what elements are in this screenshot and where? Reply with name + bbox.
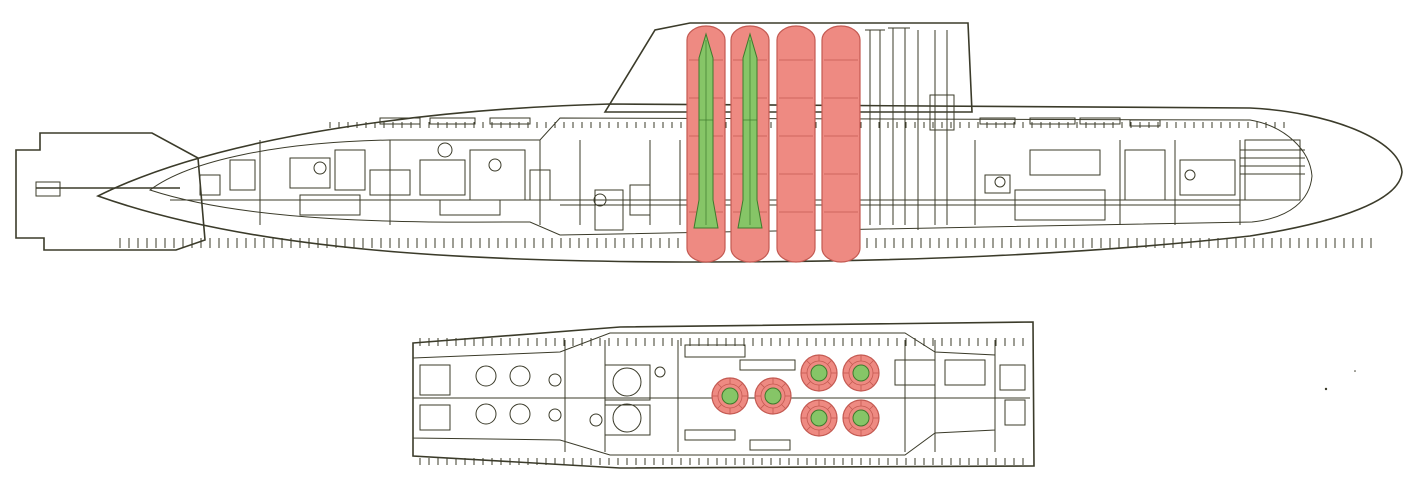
missile-tube [821, 25, 861, 263]
missile [737, 32, 763, 229]
outer-hull [95, 103, 1403, 263]
missile [852, 409, 870, 427]
missile-tube-ring [800, 354, 838, 392]
side-view [15, 22, 1403, 263]
periscope-masts [865, 27, 955, 230]
plan-missile-tube-rings [711, 354, 880, 437]
missile-tube [686, 25, 726, 263]
plan-machinery-detail [413, 338, 1030, 465]
missile-tube-ring [800, 399, 838, 437]
missile [693, 32, 719, 229]
missile-tube [776, 25, 816, 263]
missile-tube-ring [754, 377, 792, 415]
missile-tubes [686, 25, 861, 263]
missile-tube-ring [842, 399, 880, 437]
missile [810, 409, 828, 427]
plan-pressure-hull [412, 332, 996, 456]
missile [764, 387, 782, 405]
missile [810, 364, 828, 382]
print-speck [1354, 370, 1356, 372]
missile-tube-ring [711, 377, 749, 415]
machinery-detail [119, 117, 1372, 248]
pressure-hull [148, 117, 1313, 236]
stern-plane [35, 181, 61, 197]
missile [852, 364, 870, 382]
sail [603, 22, 973, 113]
missile-tube [730, 25, 770, 263]
plan-view [412, 321, 1035, 469]
plan-outer-hull [412, 321, 1035, 469]
missile-tube-ring [842, 354, 880, 392]
print-speck [1324, 387, 1328, 391]
missile [721, 387, 739, 405]
stern-rudder [15, 132, 206, 251]
